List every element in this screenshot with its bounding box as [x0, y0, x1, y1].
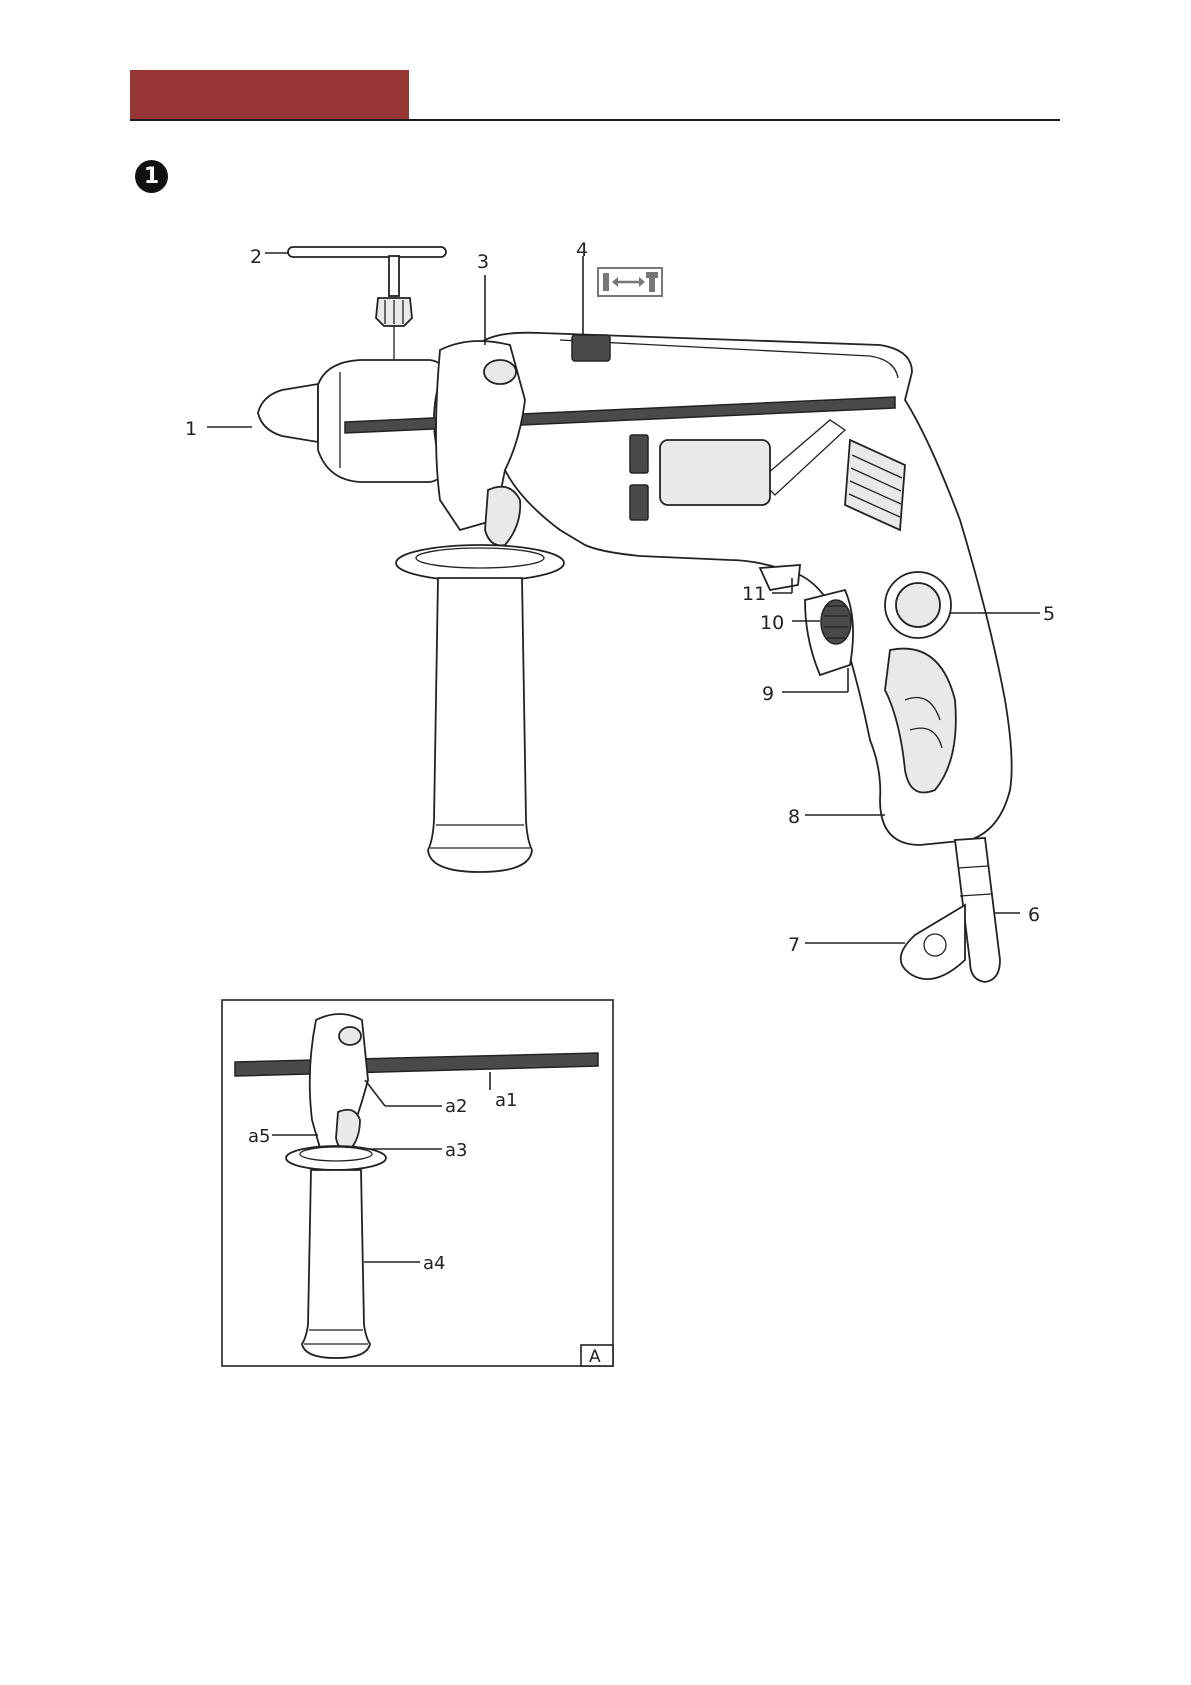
callout-5: 5	[1043, 603, 1055, 625]
callout-a4: a4	[423, 1253, 445, 1274]
callout-8: 8	[788, 806, 800, 828]
auxiliary-handle-clamp	[436, 341, 525, 545]
callout-3: 3	[477, 251, 489, 273]
cord-hook	[901, 905, 965, 979]
lock-button	[885, 572, 951, 638]
callout-4: 4	[576, 239, 588, 261]
auxiliary-handle	[396, 545, 564, 872]
callout-a3: a3	[445, 1140, 467, 1161]
callout-a2: a2	[445, 1096, 467, 1117]
callout-a1: a1	[495, 1090, 517, 1111]
inset-auxiliary-handle: A a1 a2 a3 a4 a5	[222, 1000, 613, 1367]
callout-a5: a5	[248, 1126, 270, 1147]
drill-hammer-switch-icon	[598, 268, 662, 296]
drill-illustration: 1 2 3 4 5 6 7 8 9 10 11	[185, 239, 1055, 982]
callout-6: 6	[1028, 904, 1040, 926]
callout-9: 9	[762, 683, 774, 705]
callout-11: 11	[742, 583, 766, 605]
callout-10: 10	[760, 612, 784, 634]
inset-tag: A	[589, 1347, 601, 1367]
callout-7: 7	[788, 934, 800, 956]
trigger-assembly	[805, 590, 853, 675]
callout-2: 2	[250, 246, 262, 268]
callout-1: 1	[185, 418, 197, 440]
